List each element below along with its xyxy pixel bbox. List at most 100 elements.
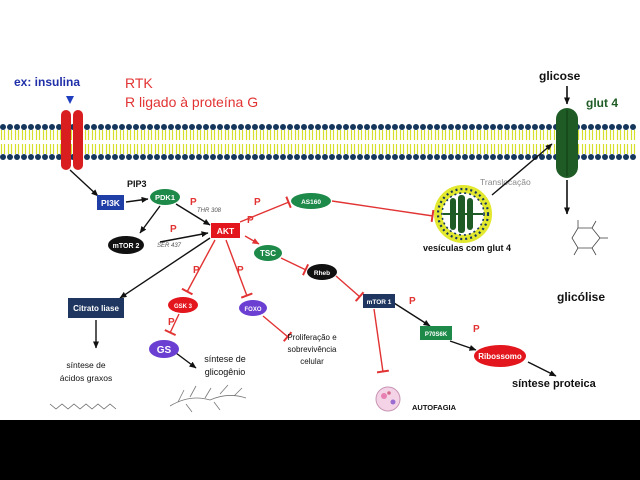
lipid-head — [0, 124, 6, 130]
lipid-head — [518, 124, 524, 130]
lipid-head — [441, 154, 447, 160]
lipid-head — [147, 124, 153, 130]
lipid-head — [462, 154, 468, 160]
lipid-head — [140, 154, 146, 160]
insulin-triangle-icon — [66, 96, 74, 104]
node-akt: AKT — [211, 223, 240, 238]
lipid-head — [168, 154, 174, 160]
lipid-head — [490, 154, 496, 160]
svg-text:mTOR 2: mTOR 2 — [113, 243, 140, 250]
lipid-head — [182, 154, 188, 160]
lipid-head — [581, 154, 587, 160]
lipid-head — [546, 154, 552, 160]
lipid-head — [532, 154, 538, 160]
node-gs: GS — [149, 340, 179, 358]
lipid-head — [217, 124, 223, 130]
lipid-head — [462, 124, 468, 130]
survival-line1: Proliferação e — [287, 333, 337, 342]
lipid-head — [210, 124, 216, 130]
svg-text:TSC: TSC — [260, 249, 276, 258]
node-p70s6k: P70S6K — [420, 326, 452, 340]
lipid-head — [413, 154, 419, 160]
svg-text:AKT: AKT — [217, 226, 235, 236]
lipid-head — [455, 154, 461, 160]
lipid-head — [35, 154, 41, 160]
glycogen-line1: síntese de — [204, 354, 246, 364]
akt-to-foxo-inhibit — [225, 239, 253, 299]
lipid-head — [602, 154, 608, 160]
lipid-head — [308, 154, 314, 160]
lipid-head — [126, 154, 132, 160]
foxo-to-survival-inhibit — [262, 315, 293, 342]
survival-line2: sobrevivência — [288, 345, 337, 354]
lipid-head — [161, 124, 167, 130]
survival-line3: celular — [300, 357, 324, 366]
lipid-head — [112, 124, 118, 130]
lipid-head — [406, 124, 412, 130]
svg-text:Citrato liase: Citrato liase — [73, 304, 119, 313]
lipid-head — [273, 154, 279, 160]
lipid-head — [119, 124, 125, 130]
lipid-head — [329, 124, 335, 130]
fatty-acid-chain-icon — [49, 403, 117, 410]
lipid-head — [490, 124, 496, 130]
site-ser437: SER 437 — [157, 243, 182, 249]
lipid-head — [427, 124, 433, 130]
fatty-acids-line1: síntese de — [66, 360, 105, 370]
lipid-head — [469, 124, 475, 130]
akt-to-as160-inhibit — [239, 196, 292, 223]
lipid-head — [273, 124, 279, 130]
pi3k-to-pdk1-arrow — [125, 196, 149, 203]
node-mtor2: mTOR 2 — [108, 236, 144, 254]
receptor-type-gpcr: R ligado à proteína G — [125, 94, 258, 110]
phospho-akt-thr: P — [190, 197, 197, 208]
lipid-head — [399, 124, 405, 130]
lipid-head — [14, 154, 20, 160]
node-mtor1: mTOR 1 — [363, 294, 395, 308]
lipid-head — [7, 154, 13, 160]
mtor2-to-akt-arrow — [159, 231, 209, 243]
node-gsk3: GSK 3 — [168, 297, 198, 313]
site-thr308: THR 308 — [197, 208, 222, 214]
as160-to-vesicle-inhibit — [331, 200, 435, 223]
lipid-head — [483, 154, 489, 160]
lipid-head — [301, 154, 307, 160]
node-as160: AS160 — [291, 193, 331, 209]
rheb-to-mtor1-inhibit — [335, 275, 365, 302]
lipid-head — [378, 124, 384, 130]
insulin-receptor — [61, 96, 83, 170]
lipid-head — [385, 124, 391, 130]
lipid-head — [175, 154, 181, 160]
lipid-head — [364, 154, 370, 160]
node-ribossomo: Ribossomo — [474, 345, 526, 367]
svg-text:PDK1: PDK1 — [155, 193, 175, 202]
fatty-acids-line2: ácidos graxos — [60, 373, 112, 383]
lipid-head — [56, 124, 62, 130]
lipid-head — [28, 124, 34, 130]
akt-to-gsk3-inhibit — [181, 239, 216, 296]
lipid-head — [224, 154, 230, 160]
lipid-head — [511, 154, 517, 160]
lipid-head — [392, 124, 398, 130]
lipid-head — [98, 124, 104, 130]
phospho-labels: P P P P P P P P P — [168, 197, 480, 335]
lipid-head — [196, 124, 202, 130]
lipid-head — [420, 154, 426, 160]
akt-to-tsc-arrow — [244, 235, 260, 245]
lipid-head — [154, 124, 160, 130]
lipid-head — [350, 124, 356, 130]
lipid-head — [231, 154, 237, 160]
lipid-head — [21, 124, 27, 130]
lipid-head — [504, 124, 510, 130]
lipid-head — [28, 154, 34, 160]
lipid-head — [427, 154, 433, 160]
svg-text:GS: GS — [157, 345, 172, 356]
phospho-gs: P — [168, 317, 175, 328]
lipid-head — [112, 154, 118, 160]
lipid-head — [434, 154, 440, 160]
svg-text:FOXO: FOXO — [244, 307, 261, 313]
lipid-head — [21, 154, 27, 160]
lipid-head — [630, 124, 636, 130]
lipid-head — [609, 154, 615, 160]
lipid-head — [525, 154, 531, 160]
